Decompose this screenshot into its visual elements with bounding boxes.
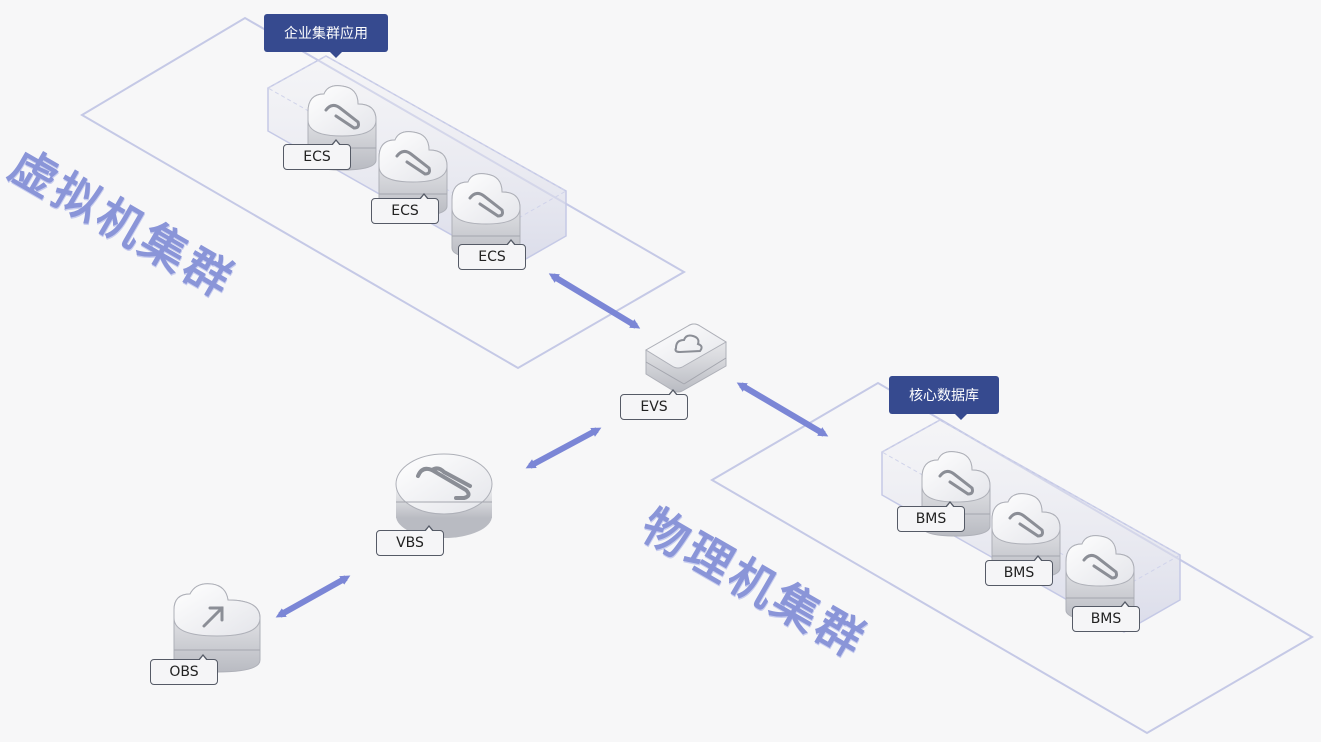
core-db-callout: 核心数据库 bbox=[889, 376, 999, 420]
arrow-evs-bms bbox=[736, 382, 829, 437]
bms-label: BMS bbox=[897, 501, 965, 532]
ecs-label: ECS bbox=[283, 139, 351, 170]
evs-label: EVS bbox=[620, 389, 688, 420]
ecs-label: ECS bbox=[371, 193, 439, 224]
obs-label: OBS bbox=[150, 654, 218, 685]
vm-zone-outline bbox=[80, 16, 686, 370]
arrow-ecs-evs bbox=[548, 273, 641, 329]
bms-server-icon bbox=[991, 493, 1061, 579]
arrow-obs-vbs bbox=[275, 575, 351, 618]
vbs-label: VBS bbox=[376, 525, 444, 556]
ecs-label: ECS bbox=[458, 239, 526, 270]
bms-label: BMS bbox=[985, 555, 1053, 586]
vbs-disk-icon bbox=[395, 453, 493, 538]
ecs-server-icon bbox=[378, 131, 448, 217]
enterprise-app-callout: 企业集群应用 bbox=[264, 14, 388, 58]
evs-disk-icon bbox=[645, 323, 727, 393]
arrow-vbs-evs bbox=[525, 427, 602, 469]
ecs-server-icon bbox=[451, 173, 521, 259]
obs-storage-icon bbox=[173, 583, 261, 673]
bms-label: BMS bbox=[1072, 601, 1140, 632]
bms-server-icon bbox=[1065, 535, 1135, 621]
